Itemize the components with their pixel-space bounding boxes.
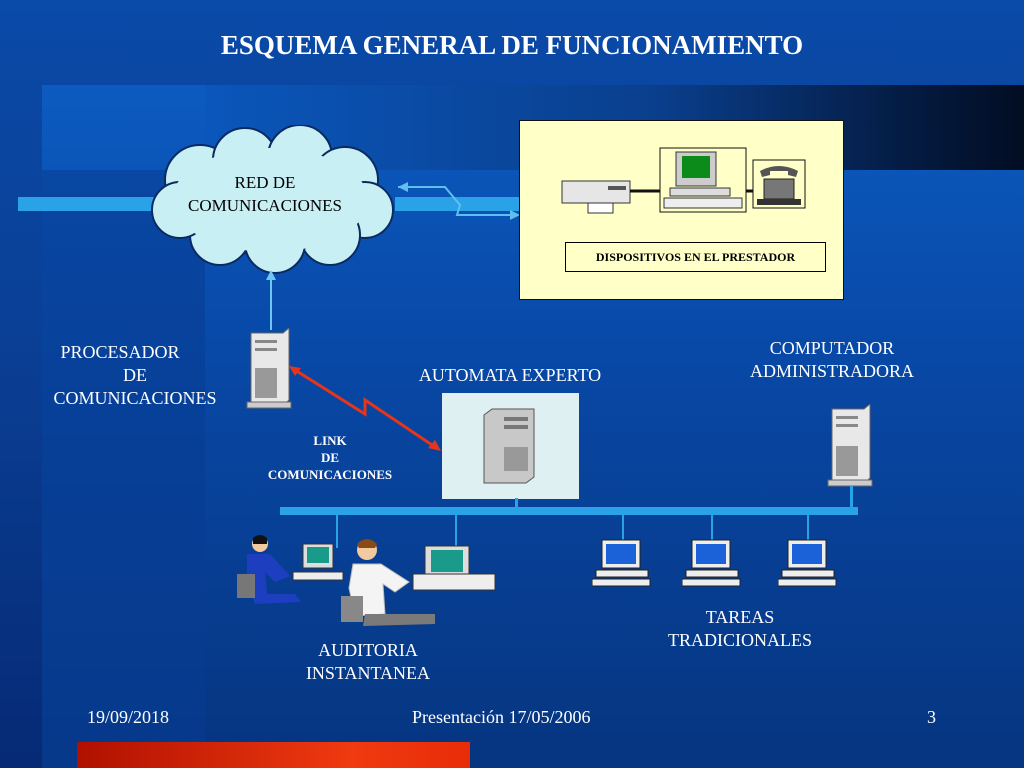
bus-drop	[622, 512, 624, 540]
user-at-computer-icon	[237, 535, 496, 626]
telephone-icon	[752, 159, 806, 209]
bus-drop	[711, 512, 713, 540]
link-line1: LINK	[313, 433, 347, 448]
network-bus	[280, 507, 858, 515]
workstation-icon	[592, 539, 651, 587]
background-stripe	[42, 170, 205, 768]
arrow-up-to-cloud	[266, 270, 276, 330]
device-label: DISPOSITIVOS EN EL PRESTADOR	[565, 242, 826, 272]
top-accent-line	[18, 197, 156, 211]
server-tower-icon	[246, 328, 292, 409]
slide-title: ESQUEMA GENERAL DE FUNCIONAMIENTO	[220, 30, 804, 60]
procesador-line2: DE	[123, 365, 147, 385]
link-line3: COMUNICACIONES	[267, 467, 393, 482]
printer-icon	[561, 180, 631, 214]
top-accent-line-right	[395, 197, 520, 211]
cloud-label-line1: RED DE	[234, 173, 296, 192]
computer-icon	[630, 147, 770, 213]
footer-red-bar	[77, 742, 470, 768]
procesador-line1: PROCESADOR	[60, 342, 180, 362]
automata-box	[442, 393, 579, 499]
procesador-line3: COMUNICACIONES	[53, 388, 217, 408]
footer-presentation: Presentación 17/05/2006	[412, 707, 591, 727]
workstation-icon	[682, 539, 741, 587]
computador-line2: ADMINISTRADORA	[749, 361, 914, 381]
bus-drop	[515, 498, 518, 510]
footer-date: 19/09/2018	[87, 707, 170, 727]
link-line2: DE	[320, 450, 340, 465]
bus-drop	[336, 512, 338, 548]
server-tower-icon	[483, 408, 535, 484]
bus-drop	[850, 486, 853, 510]
server-tower-icon	[827, 404, 873, 487]
auditoria-line2: INSTANTANEA	[305, 663, 431, 683]
cloud-icon	[151, 125, 394, 274]
link-arrow	[289, 366, 441, 451]
footer-page-number: 3	[927, 707, 936, 727]
cloud-label-line2: COMUNICACIONES	[188, 196, 342, 215]
workstation-icon	[778, 539, 837, 587]
link-connector-cloud-device	[398, 182, 520, 220]
automata-label: AUTOMATA EXPERTO	[418, 365, 602, 385]
device-panel: DISPOSITIVOS EN EL PRESTADOR	[519, 120, 844, 300]
bus-drop	[807, 512, 809, 540]
computador-line1: COMPUTADOR	[769, 338, 895, 358]
tareas-line2: TRADICIONALES	[668, 630, 812, 650]
tareas-line1: TAREAS	[705, 607, 775, 627]
auditoria-line1: AUDITORIA	[318, 640, 418, 660]
bus-drop	[455, 512, 457, 548]
